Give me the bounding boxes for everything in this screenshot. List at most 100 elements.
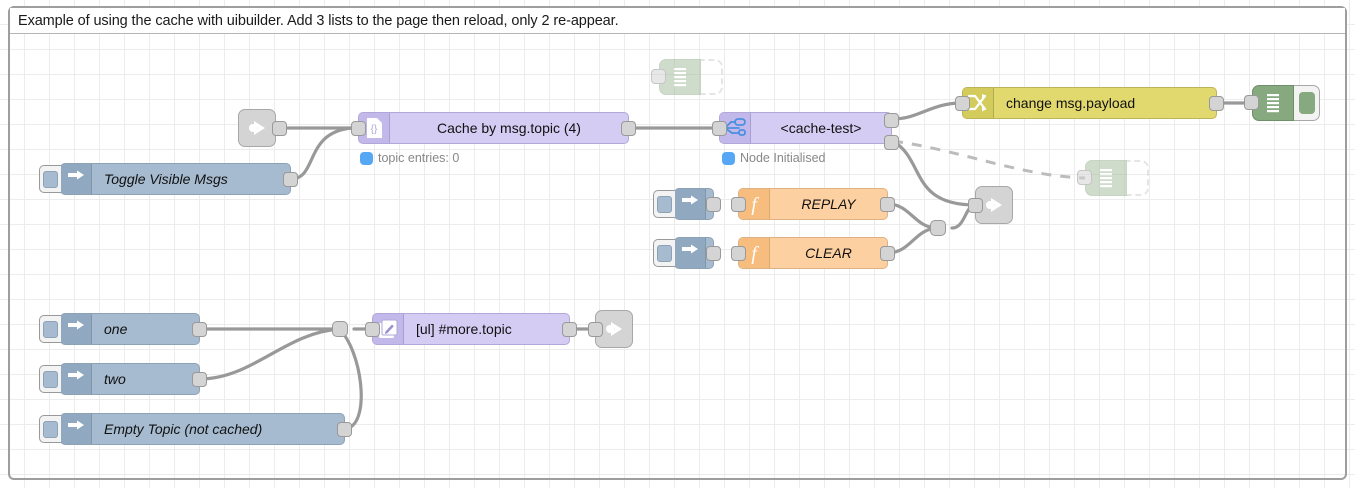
output-port[interactable] (880, 246, 895, 261)
inject-node-empty-topic[interactable]: Empty Topic (not cached) (39, 413, 352, 445)
input-port[interactable] (731, 246, 746, 261)
debug-icon (674, 68, 686, 87)
node-label: Empty Topic (not cached) (104, 421, 263, 437)
output-port[interactable] (192, 372, 207, 387)
input-port[interactable] (365, 322, 380, 337)
uibuilder-node-cache-test[interactable]: <cache-test> (712, 112, 899, 150)
inject-arrow-icon (68, 170, 84, 180)
inject-trigger-button[interactable] (39, 165, 61, 193)
inject-icon-box (61, 414, 92, 444)
node-label: Toggle Visible Msgs (104, 171, 228, 187)
inject-button-pad (43, 170, 58, 188)
input-port[interactable] (588, 322, 603, 337)
inject-icon-box (61, 364, 92, 394)
wire-junction-bottom[interactable] (332, 321, 348, 337)
inject-button-pad (657, 244, 672, 262)
uibuilder-node-ul-more-topic[interactable]: [ul] #more.topic (365, 313, 577, 345)
debug-body (659, 59, 701, 95)
output-port[interactable] (337, 422, 352, 437)
output-port[interactable] (1209, 96, 1224, 111)
svg-text:{}: {} (371, 124, 378, 135)
function-node-clear[interactable]: f CLEAR (731, 237, 895, 269)
output-port[interactable] (706, 197, 721, 212)
output-port-2[interactable] (884, 135, 899, 150)
debug-icon (1100, 169, 1112, 188)
output-port[interactable] (706, 246, 721, 261)
inject-trigger-button[interactable] (653, 239, 675, 267)
inject-arrow-icon (682, 244, 698, 254)
inject-button-pad (657, 195, 672, 213)
wire-two-to-junction (198, 327, 341, 381)
wire-cachetest-to-ghost-debug (892, 139, 1086, 180)
inject-arrow-icon (682, 195, 698, 205)
inject-trigger-button[interactable] (39, 315, 61, 343)
node-label: [ul] #more.topic (416, 321, 512, 337)
node-label: REPLAY (801, 196, 856, 212)
template-pencil-icon (379, 319, 398, 338)
status-text: Node Initialised (740, 151, 826, 165)
link-out-icon (606, 322, 622, 336)
output-port[interactable] (283, 172, 298, 187)
status-dot (360, 151, 373, 165)
output-port-1[interactable] (884, 113, 899, 128)
debug-body (1085, 160, 1127, 196)
cache-node-status: topic entries: 0 (360, 151, 459, 165)
inject-arrow-icon (68, 370, 84, 380)
link-in-icon (249, 121, 265, 135)
link-out-icon (986, 198, 1002, 212)
link-out-node-mid[interactable] (968, 186, 1013, 224)
inject-trigger-button[interactable] (39, 365, 61, 393)
wire-toggle-to-cache (289, 126, 354, 181)
output-port[interactable] (192, 322, 207, 337)
link-out-node-bottom[interactable] (588, 310, 633, 348)
cache-icon-box: {} (359, 113, 390, 143)
inject-node-toggle-visible[interactable]: Toggle Visible Msgs (39, 163, 298, 195)
input-port[interactable] (1077, 170, 1092, 185)
output-port[interactable] (880, 197, 895, 212)
inject-arrow-icon (68, 320, 84, 330)
inject-node-two[interactable]: two (39, 363, 207, 395)
output-port[interactable] (621, 121, 636, 136)
node-label: one (104, 321, 128, 337)
json-braces-icon: {} (367, 118, 382, 138)
node-label: CLEAR (805, 245, 852, 261)
flow-description-bar: Example of using the cache with uibuilde… (10, 8, 1345, 34)
inject-icon-box (61, 164, 92, 194)
inject-icon-box (675, 238, 706, 268)
inject-node-clear[interactable] (653, 237, 721, 269)
inject-trigger-button[interactable] (39, 415, 61, 443)
inject-icon-box (675, 189, 706, 219)
svg-text:f: f (751, 243, 759, 264)
wire-junction-mid[interactable] (930, 220, 946, 236)
input-port[interactable] (968, 198, 983, 213)
cache-node[interactable]: {} Cache by msg.topic (4) (351, 112, 636, 144)
function-node-replay[interactable]: f REPLAY (731, 188, 895, 220)
change-node[interactable]: change msg.payload (955, 87, 1224, 119)
input-port[interactable] (731, 197, 746, 212)
function-f-icon: f (751, 243, 759, 264)
inject-node-one[interactable]: one (39, 313, 207, 345)
status-text: topic entries: 0 (378, 151, 460, 165)
output-port[interactable] (272, 121, 287, 136)
node-label: Cache by msg.topic (4) (437, 120, 581, 136)
inject-node-replay[interactable] (653, 188, 721, 220)
inject-button-pad (43, 370, 58, 388)
link-in-node-top[interactable] (238, 109, 287, 147)
input-port[interactable] (712, 121, 727, 136)
status-dot (722, 151, 735, 165)
inject-icon-box (61, 314, 92, 344)
output-port[interactable] (562, 322, 577, 337)
inject-trigger-button[interactable] (653, 190, 675, 218)
wire-cachetest-to-linkout (891, 139, 977, 207)
input-port[interactable] (651, 69, 666, 84)
node-label: <cache-test> (780, 120, 862, 136)
node-label: change msg.payload (1006, 95, 1136, 111)
input-port[interactable] (1244, 95, 1259, 110)
debug-toggle-button[interactable] (1294, 85, 1320, 121)
inject-button-pad (43, 320, 58, 338)
input-port[interactable] (351, 121, 366, 136)
change-shuffle-icon (967, 94, 987, 112)
input-port[interactable] (955, 96, 970, 111)
